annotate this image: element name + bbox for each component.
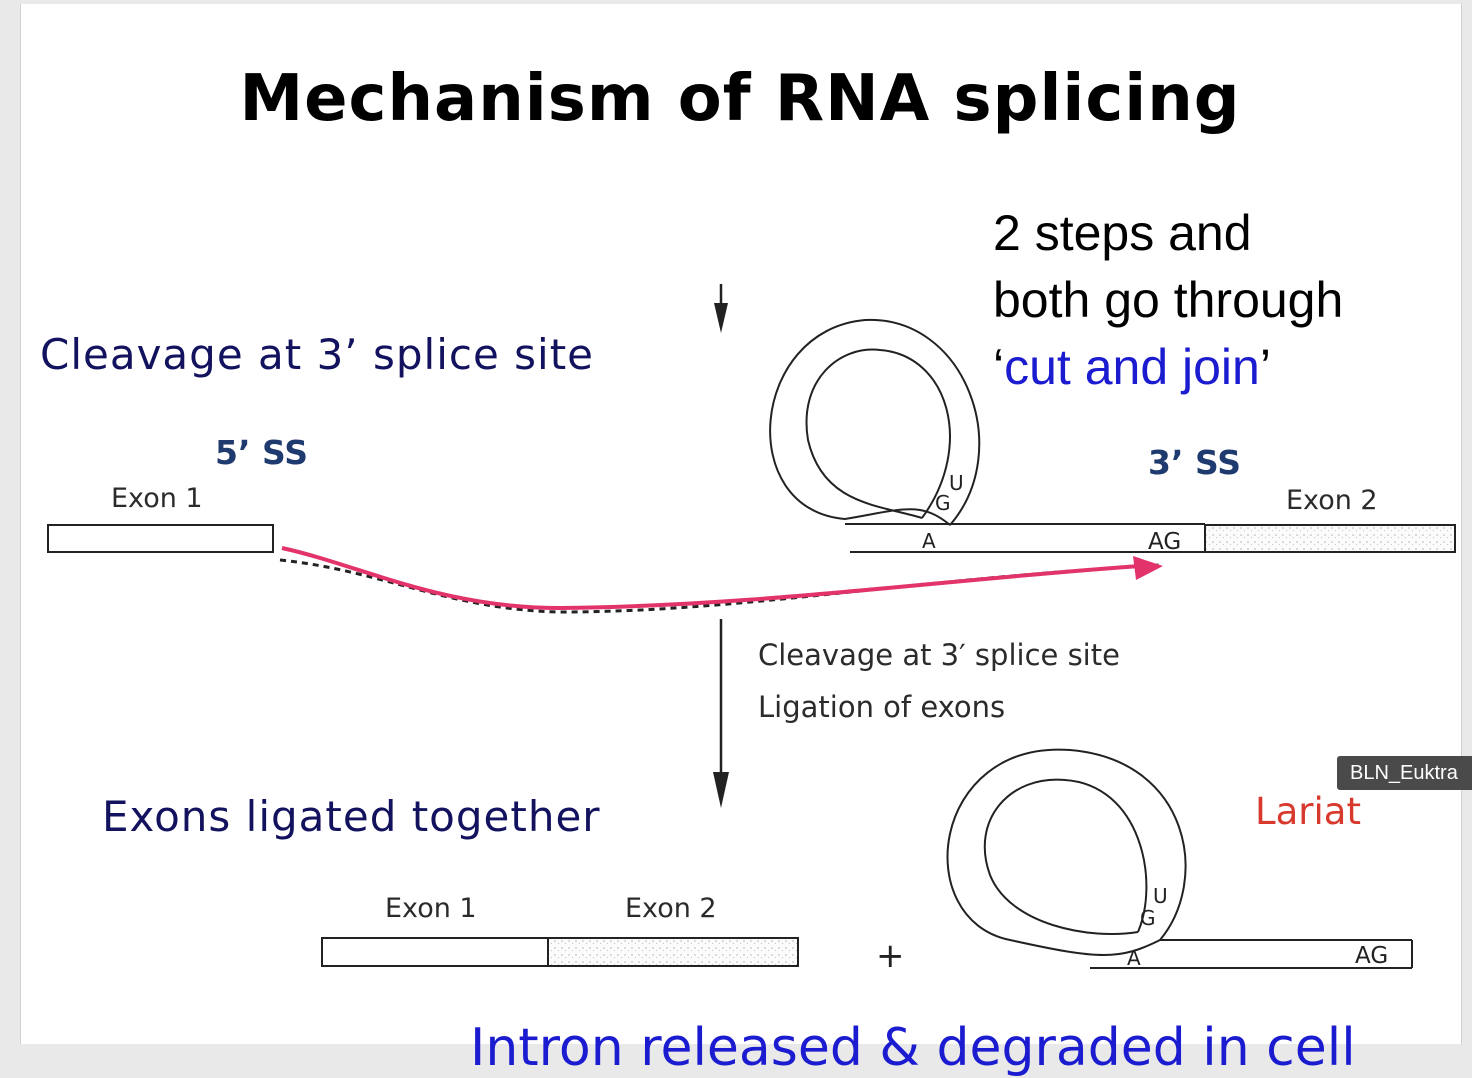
exon2-box-top <box>1204 524 1456 553</box>
nucleotide-u-top: U <box>949 471 964 495</box>
step1-label: Cleavage at 3’ splice site <box>40 330 595 379</box>
lariat-loop-bottom <box>946 748 1187 956</box>
note-quote-close: ’ <box>1259 339 1271 395</box>
three-prime-ss-label: 3’ SS <box>1148 443 1242 482</box>
nucleotide-g-top: G <box>935 491 951 515</box>
overlay-tag[interactable]: BLN_Euktra <box>1337 756 1472 790</box>
exon2-label-bottom: Exon 2 <box>625 893 717 924</box>
lariat-label: Lariat <box>1255 790 1361 833</box>
exon2-label-top: Exon 2 <box>1286 485 1378 516</box>
note-highlight: cut and join <box>1004 339 1260 395</box>
pink-arrow-head <box>1133 556 1163 580</box>
lariat-loop-top <box>769 318 981 526</box>
caption-cleavage: Cleavage at 3′ splice site <box>758 638 1120 672</box>
caption-ligation: Ligation of exons <box>758 690 1006 724</box>
five-prime-ss-label: 5’ SS <box>215 433 309 472</box>
nucleotide-a-bottom: A <box>1127 946 1141 970</box>
exon1-box-bottom <box>321 937 549 967</box>
note-quote-open: ‘ <box>993 339 1005 395</box>
lariat-loop-inner-bottom <box>983 778 1148 935</box>
exon2-box-bottom <box>547 937 799 967</box>
note-line-2: both go through <box>993 272 1344 328</box>
cutoff-text: Intron released & degraded in cell <box>470 1018 1356 1078</box>
exon1-box-top <box>47 524 274 553</box>
down-arrow-head <box>713 772 729 808</box>
lariat-loop-inner-top <box>805 348 951 519</box>
exon1-label-bottom: Exon 1 <box>385 893 477 924</box>
nucleotide-a-top: A <box>922 529 936 553</box>
ag-bottom: AG <box>1355 943 1388 969</box>
note-line-1: 2 steps and <box>993 205 1252 261</box>
exon1-label-top: Exon 1 <box>111 483 203 514</box>
nucleotide-u-bottom: U <box>1153 884 1168 908</box>
note-line-3: ‘cut and join’ <box>993 334 1343 401</box>
step2-label: Exons ligated together <box>102 792 601 841</box>
splicing-diagram: U G A AG U G A AG + <box>47 284 1456 976</box>
small-down-arrow-head <box>714 303 728 333</box>
slide-title: Mechanism of RNA splicing <box>239 62 1241 136</box>
nucleotide-g-bottom: G <box>1140 906 1156 930</box>
plus-sign: + <box>876 936 905 976</box>
pink-arrow-line <box>281 546 1141 611</box>
note-text: 2 steps and both go through ‘cut and joi… <box>993 200 1343 401</box>
ag-top: AG <box>1148 529 1181 555</box>
